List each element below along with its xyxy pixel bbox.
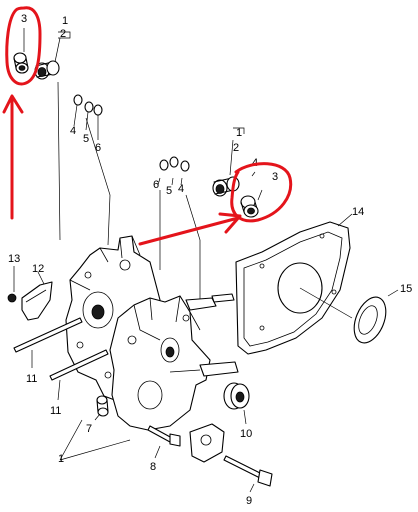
callout-2-mid: 2 (233, 142, 239, 154)
callout-10: 10 (240, 428, 252, 440)
callout-6-mid: 6 (153, 179, 159, 191)
callout-6-top: 6 (95, 142, 101, 154)
seal-part-10 (223, 382, 250, 425)
red-annotations (2, 6, 293, 246)
callout-4-mid-lower: 4 (178, 183, 184, 195)
callout-3-mid: 3 (272, 171, 278, 183)
shaft-part-11-lower (49, 349, 109, 401)
callout-2-top: 2 (60, 28, 66, 40)
bolt-part-9 (223, 455, 273, 493)
cover-plate-part-12 (21, 271, 53, 321)
part-group-top-left (13, 28, 111, 246)
callout-9: 9 (246, 495, 252, 507)
collar-part-3-mid (240, 195, 259, 218)
bolt-part-8 (147, 425, 181, 459)
callout-15: 15 (400, 283, 412, 295)
callout-8: 8 (150, 461, 156, 473)
ring-part-4-top (73, 94, 83, 106)
bottom-bracket-lines (59, 419, 131, 461)
red-circle-top (5, 6, 42, 86)
callout-1-mid: 1 (236, 127, 242, 139)
main-case-assembly (65, 235, 239, 431)
belt-cover-part-14 (235, 213, 353, 355)
collar-part-3-top (13, 52, 29, 74)
callout-11-upper: 11 (26, 373, 37, 385)
callout-1-bottom: 1 (58, 453, 64, 465)
callout-3-top: 3 (21, 13, 27, 25)
callout-12: 12 (32, 263, 44, 275)
ring-part-6-top (93, 104, 103, 116)
callout-4-top: 4 (70, 125, 76, 137)
bushing-part-2-top (34, 60, 60, 80)
dowel-part-7 (94, 395, 109, 421)
washer-part-15 (353, 289, 399, 344)
bracket-assembly (189, 423, 225, 463)
ring-part-5-top (84, 101, 94, 113)
callout-7: 7 (86, 423, 92, 435)
screw-part-13 (7, 266, 17, 303)
callout-13: 13 (8, 253, 20, 265)
red-circle-mid (230, 162, 293, 223)
red-arrow-up (2, 94, 24, 220)
red-arrow-right (138, 212, 242, 246)
ring-part-6-mid (159, 159, 169, 171)
callout-14: 14 (352, 206, 364, 218)
callout-11-lower: 11 (50, 405, 61, 417)
ring-part-4-mid (180, 160, 190, 172)
callout-1-top: 1 (62, 15, 68, 27)
callout-5-top: 5 (83, 133, 89, 145)
callout-5-mid: 5 (166, 185, 172, 197)
ring-part-5-mid (169, 156, 179, 168)
shaft-part-11-upper (13, 317, 83, 368)
